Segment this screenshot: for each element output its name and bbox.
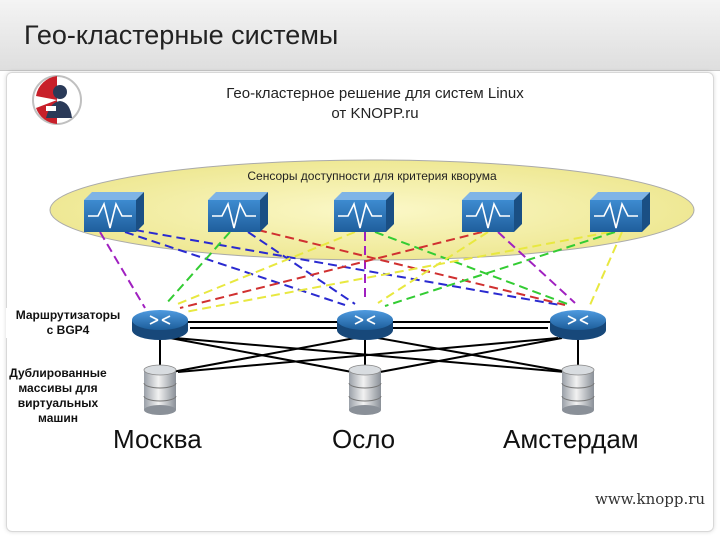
storage-moscow	[143, 364, 177, 415]
sensor-4	[462, 192, 522, 232]
brand-url: www.knopp.ru	[595, 490, 706, 508]
sensor-links	[99, 229, 623, 313]
logo-avatar-icon	[32, 75, 82, 125]
subtitle-line-1: Гео-кластерное решение для систем Linux	[226, 85, 524, 102]
subtitle-line-2: от KNOPP.ru	[331, 105, 419, 122]
diagram-subtitle: Гео-кластерное решение для систем Linux …	[180, 84, 570, 124]
storage-oslo	[348, 364, 382, 415]
storage-label-line-4: машин	[37, 411, 79, 425]
storage-label-line-3: виртуальных	[17, 396, 99, 410]
storage-label: Дублированные массивы для виртуальных ма…	[4, 366, 112, 426]
backbone-links	[159, 321, 579, 373]
sensor-3	[334, 192, 394, 232]
sensor-1	[84, 192, 144, 232]
router-oslo	[337, 310, 393, 340]
slide-frame	[6, 72, 714, 532]
city-label-oslo: Осло	[332, 424, 396, 454]
storage-label-line-1: Дублированные	[9, 366, 107, 380]
sensors-label: Сенсоры доступности для критерия кворума	[247, 169, 497, 183]
page-title: Гео-кластерные системы	[24, 20, 339, 50]
storage-amsterdam	[561, 364, 595, 415]
storage-label-line-2: массивы для	[18, 381, 98, 395]
routers-label: Маршрутизаторы с BGP4	[6, 308, 130, 338]
router-amsterdam	[550, 310, 606, 340]
title-bar: Гео-кластерные системы	[0, 0, 720, 71]
city-label-moscow: Москва	[113, 424, 202, 454]
routers-label-line-2: с BGP4	[46, 323, 90, 337]
sensor-5	[590, 192, 650, 232]
city-label-amsterdam: Амстердам	[503, 424, 639, 454]
router-moscow	[132, 310, 188, 340]
sensor-2	[208, 192, 268, 232]
routers-label-line-1: Маршрутизаторы	[15, 308, 121, 322]
